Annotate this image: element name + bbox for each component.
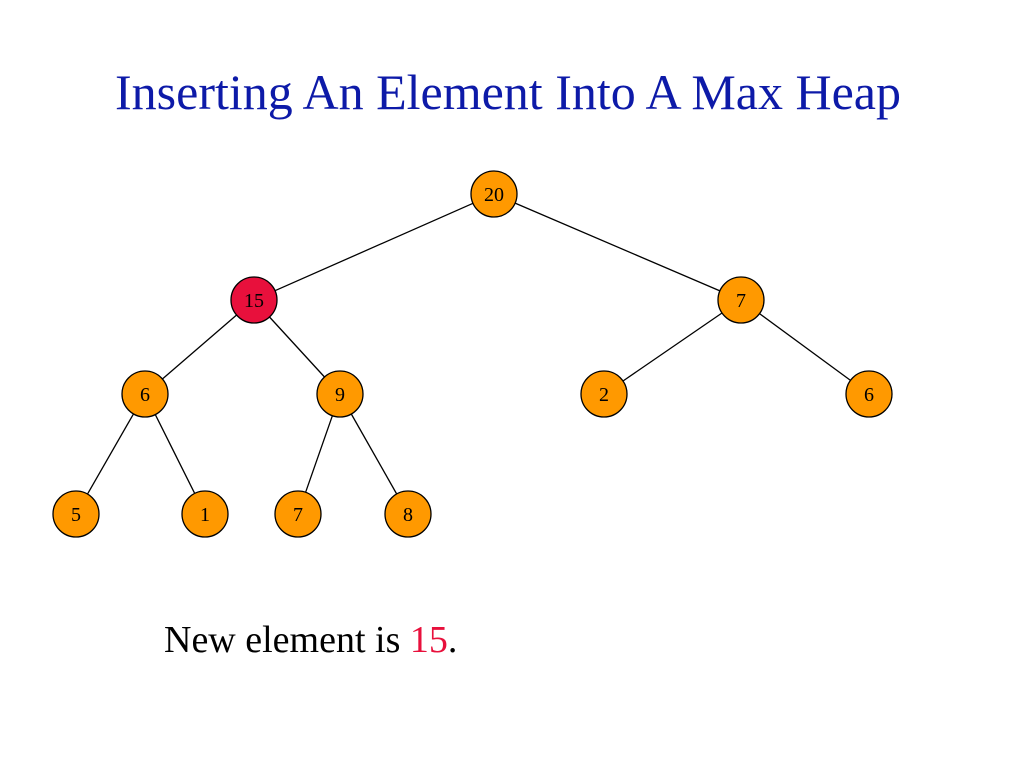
edge-n6a-n5: [86, 413, 135, 495]
node-label: 6: [864, 384, 874, 406]
heap-node: 20: [470, 170, 518, 218]
edge-n6a-n1: [154, 414, 196, 494]
node-circle: [274, 490, 322, 538]
heap-node: 2: [580, 370, 628, 418]
new-element-value: 15: [409, 619, 448, 661]
node-label: 2: [599, 384, 609, 406]
edges-layer: [86, 202, 851, 495]
slide-title: Inserting An Element Into A Max Heap: [115, 64, 901, 120]
edge-n9-n8: [350, 413, 398, 495]
node-circle: [470, 170, 518, 218]
node-circle: [52, 490, 100, 538]
edge-n15-n9: [269, 316, 325, 378]
heap-node: 1: [181, 490, 229, 538]
heap-node: 6: [845, 370, 893, 418]
heap-node: 6: [121, 370, 169, 418]
heap-node: 5: [52, 490, 100, 538]
edge-n20-n7a: [514, 202, 721, 292]
caption-prefix: New element is: [164, 619, 410, 661]
node-circle: [121, 370, 169, 418]
node-label: 15: [244, 290, 264, 312]
node-label: 7: [293, 504, 303, 526]
node-label: 5: [71, 504, 81, 526]
heap-node-new: 15: [230, 276, 278, 324]
edge-n7a-n6b: [759, 313, 851, 381]
edge-n7a-n2: [622, 312, 723, 382]
nodes-layer: 20 15 7 6 9 2 6 5 1 7 8: [52, 170, 893, 538]
node-circle: [384, 490, 432, 538]
node-label: 6: [140, 384, 150, 406]
node-circle: [717, 276, 765, 324]
node-circle: [580, 370, 628, 418]
caption: New element is 15.: [164, 616, 457, 664]
node-label: 1: [200, 504, 210, 526]
heap-node: 7: [717, 276, 765, 324]
node-circle: [316, 370, 364, 418]
heap-node: 8: [384, 490, 432, 538]
edge-n15-n6a: [161, 314, 238, 380]
heap-node: 9: [316, 370, 364, 418]
node-label: 20: [484, 184, 504, 206]
caption-suffix: .: [447, 619, 458, 661]
edge-n20-n15: [274, 202, 474, 292]
node-label: 7: [736, 290, 746, 312]
node-circle: [845, 370, 893, 418]
heap-node: 7: [274, 490, 322, 538]
node-label: 9: [335, 384, 345, 406]
node-circle: [181, 490, 229, 538]
node-circle: [230, 276, 278, 324]
edge-n9-n7b: [304, 415, 334, 493]
node-label: 8: [403, 504, 413, 526]
